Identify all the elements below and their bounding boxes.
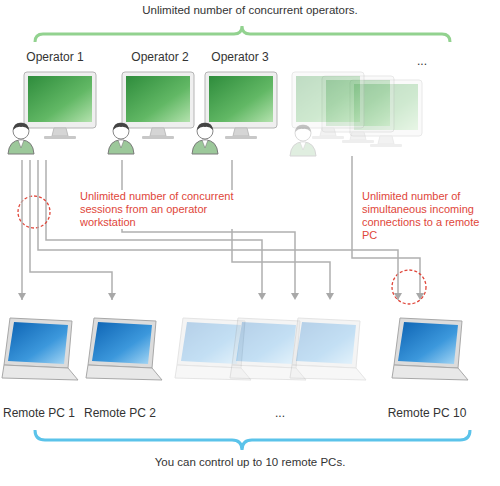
operator-workstation: Operator 3 (200, 48, 280, 160)
session-arrowheads (258, 293, 424, 300)
diagram-title: Unlimited number of concurrent operators… (0, 4, 500, 16)
session-line (46, 160, 262, 296)
person-icon (192, 123, 218, 154)
callout-circle (18, 196, 50, 228)
ellipsis-label: ... (392, 54, 452, 68)
operator-workstation: Operator 2 (118, 48, 202, 160)
person-icon (108, 123, 134, 154)
connector-arrow (21, 160, 23, 300)
laptop-icon (392, 318, 468, 380)
arrow-head (258, 293, 266, 300)
diagram-caption: You can control up to 10 remote PCs. (0, 456, 500, 468)
node-label: Operator 2 (118, 50, 202, 64)
arrow-head (108, 293, 116, 300)
faded-monitors (290, 72, 422, 156)
node-label: Remote PC 10 (382, 406, 472, 420)
arrow-head (394, 293, 402, 300)
remote-pc: Remote PC 10 (382, 300, 472, 422)
callout-note: Unlimited number of simultaneous incomin… (362, 190, 494, 242)
monitor-icon (205, 72, 277, 139)
ellipsis-label: ... (250, 406, 310, 420)
remote-pc: Remote PC 1 (0, 300, 78, 422)
node-label: Remote PC 2 (80, 406, 160, 420)
laptop-icon (2, 318, 78, 380)
laptop-icon (290, 318, 366, 380)
laptops (2, 318, 468, 380)
monitor-icon (24, 72, 96, 139)
connector-arrow (30, 160, 112, 300)
top-bracket (35, 26, 450, 42)
person-icon (290, 125, 316, 156)
node-label: Operator 1 (8, 50, 102, 64)
operator-workstation: Operator 1 (8, 48, 102, 160)
person-icon (8, 123, 34, 154)
monitor-icon (122, 72, 194, 139)
callout-note: Unlimited number of concurrent sessions … (80, 190, 252, 229)
node-label: Remote PC 1 (0, 406, 78, 420)
laptop-icon (86, 318, 162, 380)
connector-arrow (38, 160, 398, 300)
callout-circle (392, 270, 426, 304)
arrow-head (326, 293, 334, 300)
remote-pc: Remote PC 2 (80, 300, 160, 422)
operator-monitors (8, 72, 277, 154)
bottom-bracket (35, 430, 470, 450)
arrow-head (291, 293, 299, 300)
arrow-head (18, 293, 26, 300)
node-label: Operator 3 (200, 50, 280, 64)
